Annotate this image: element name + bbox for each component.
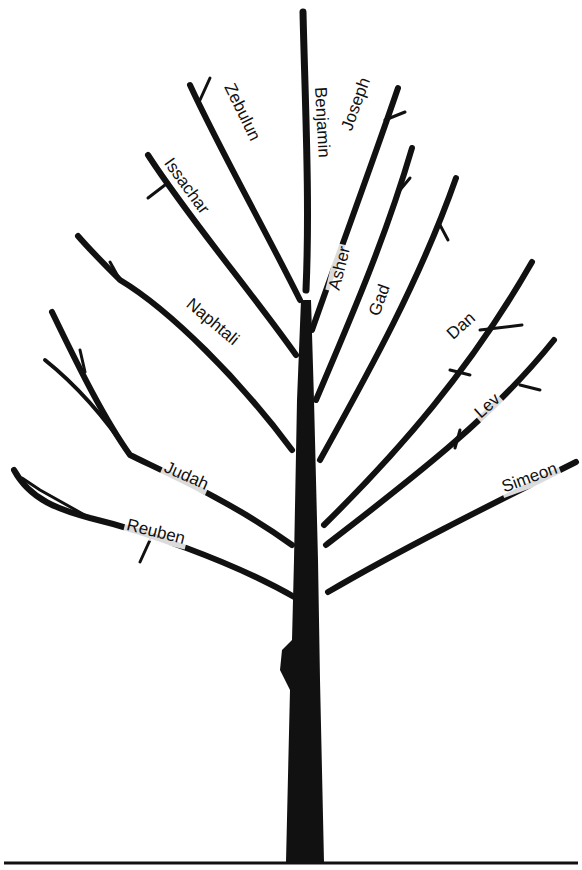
branch-label: Dan: [443, 307, 482, 344]
branch-label: Reuben: [123, 515, 189, 549]
branch-label: Benjamin: [310, 84, 333, 160]
branch-label: Naphtali: [181, 294, 244, 351]
branch-label: Gad: [365, 280, 395, 320]
branch-label: Asher: [325, 242, 355, 294]
branch-label: Lev: [470, 389, 506, 424]
branch-label: Joseph: [337, 73, 375, 135]
branch-label: Simeon: [498, 459, 562, 498]
branch-label: Judah: [159, 457, 213, 495]
branch-label: Zebulun: [219, 78, 264, 145]
